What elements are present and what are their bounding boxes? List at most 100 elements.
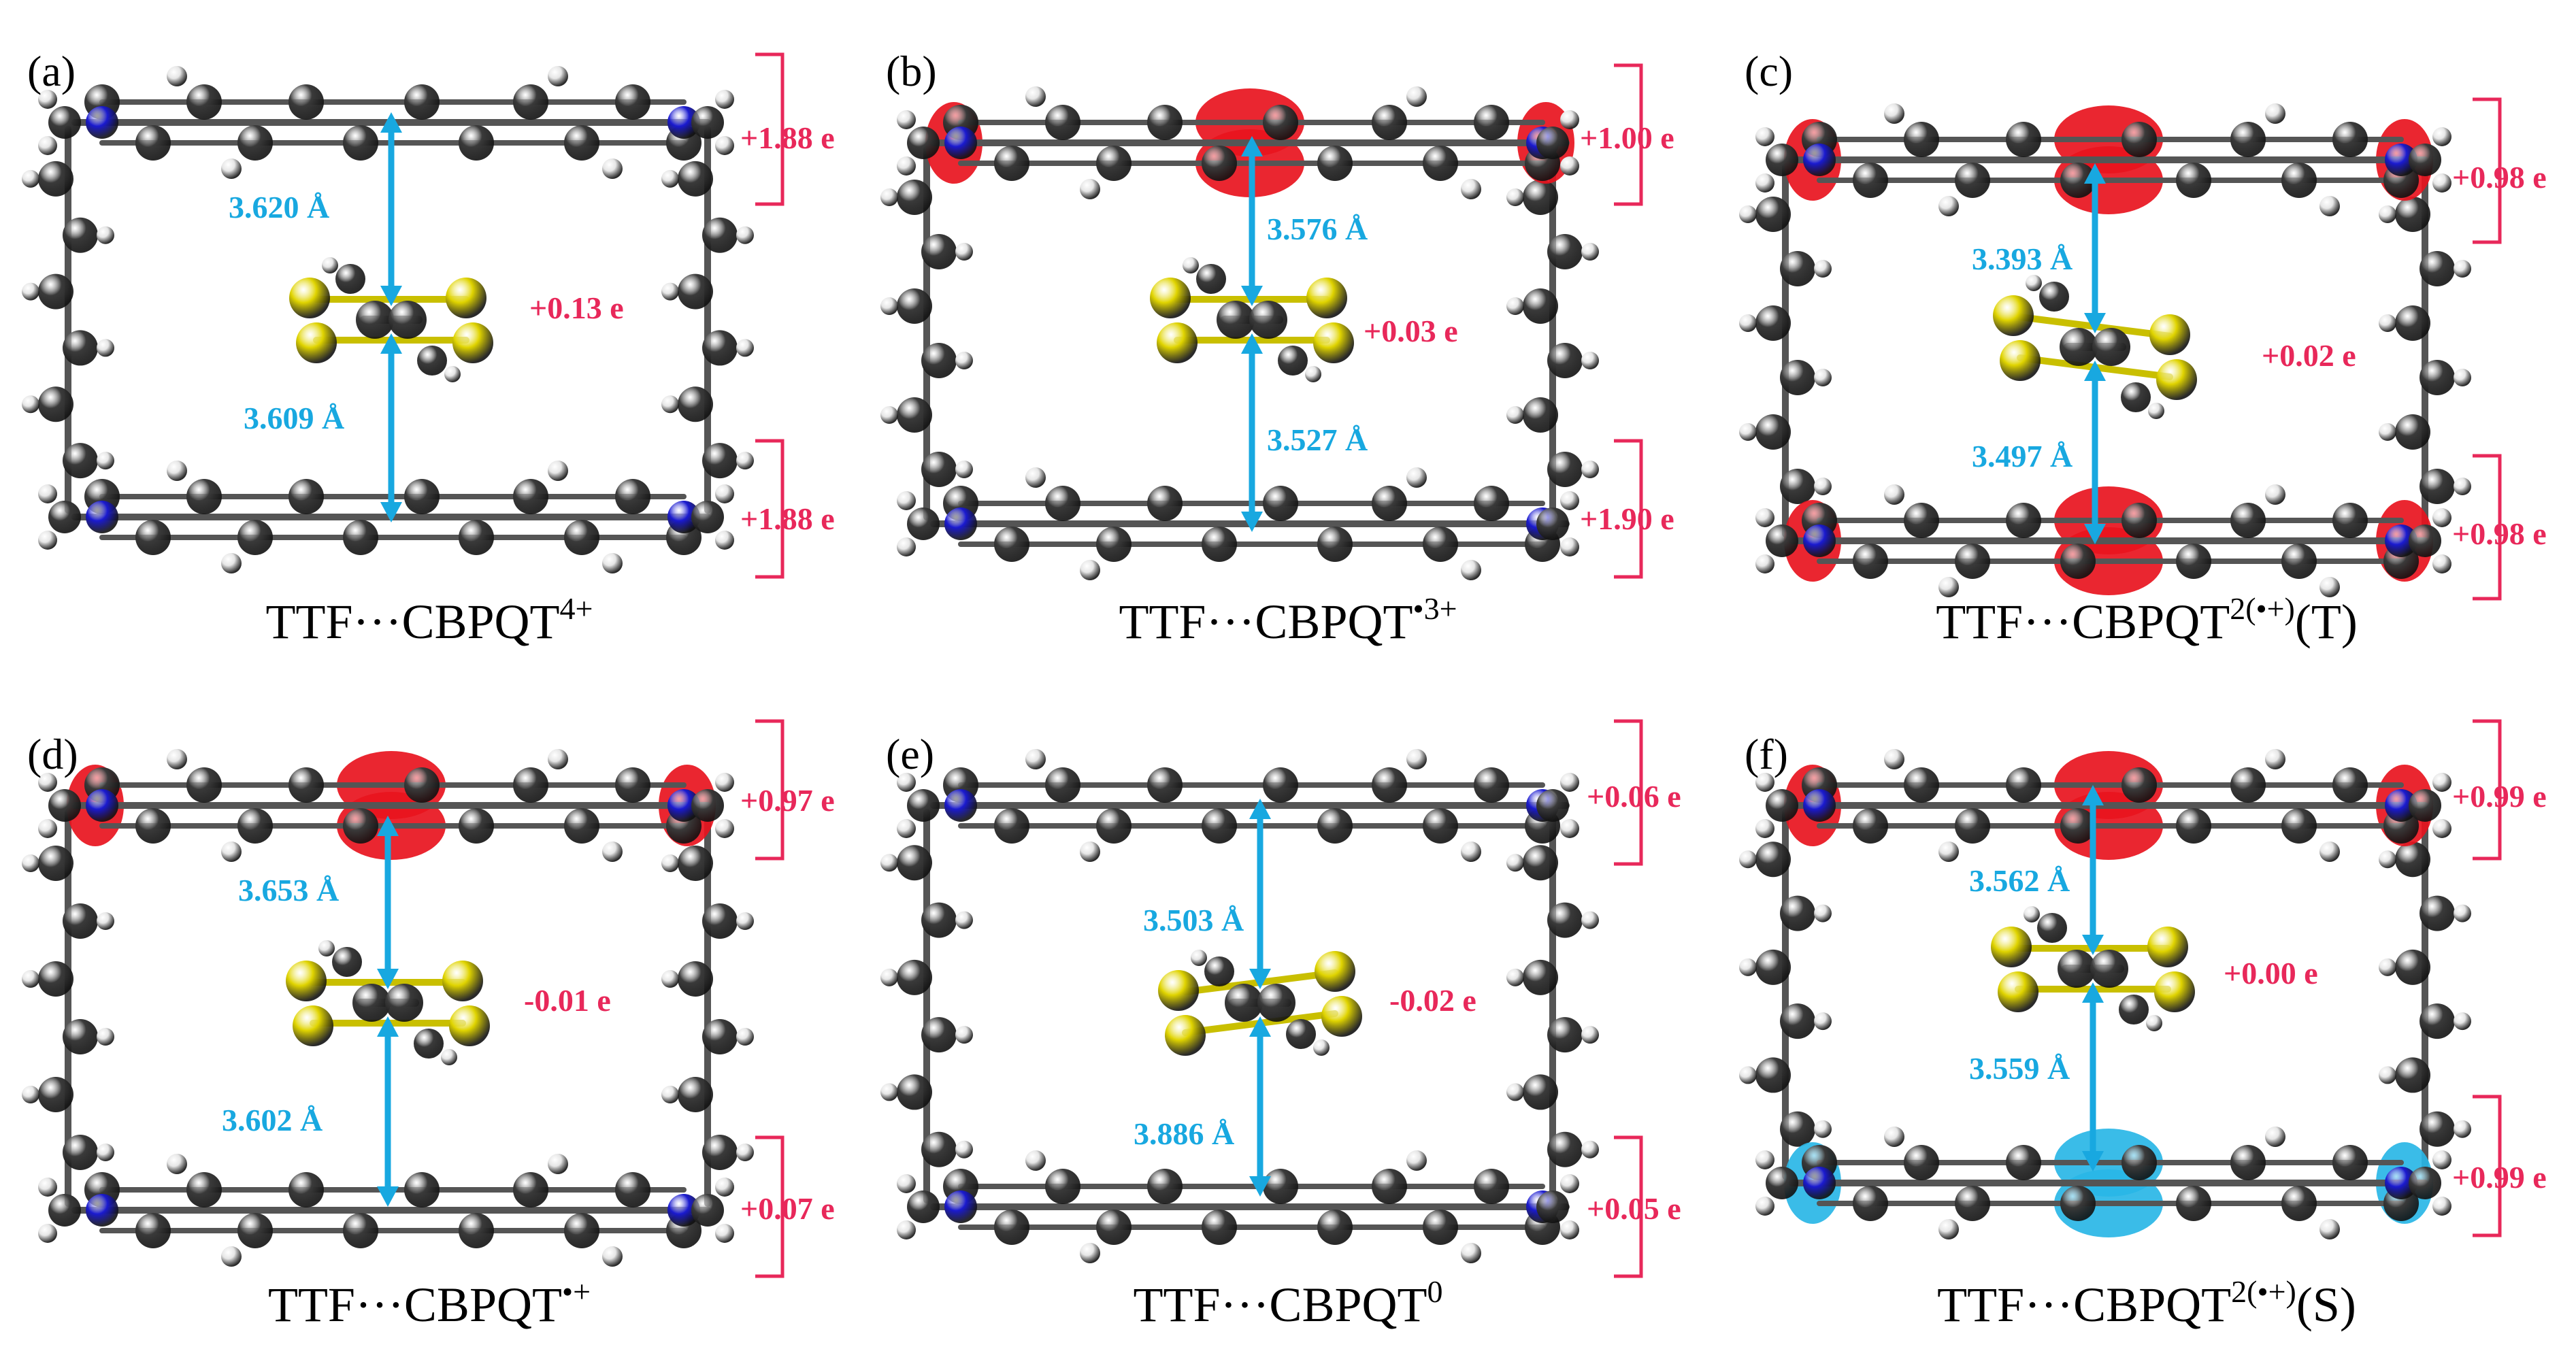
- carbon-atom: [1317, 1210, 1353, 1245]
- carbon-atom: [1286, 1019, 1316, 1049]
- carbon-atom: [1547, 234, 1583, 269]
- hydrogen-atom: [880, 297, 898, 315]
- hydrogen-atom: [22, 282, 39, 301]
- sulfur-atom: [442, 961, 483, 1001]
- hydrogen-atom: [880, 854, 898, 872]
- hydrogen-atom: [1191, 950, 1207, 966]
- hydrogen-atom: [736, 339, 754, 357]
- distance-bottom-label: 3.886 Å: [1134, 1116, 1235, 1151]
- hydrogen-atom: [715, 773, 734, 792]
- nitrogen-atom: [2385, 789, 2417, 822]
- hydrogen-atom: [22, 169, 39, 188]
- distance-bottom-label: 3.527 Å: [1267, 422, 1368, 457]
- sulfur-atom: [2149, 314, 2190, 355]
- carbon-atom: [1766, 524, 1798, 557]
- carbon-atom: [897, 1074, 932, 1110]
- hydrogen-atom: [2319, 842, 2340, 862]
- carbon-atom: [1474, 767, 1509, 803]
- carbon-atom: [2409, 144, 2441, 176]
- carbon-atom: [1045, 105, 1080, 140]
- hydrogen-atom: [880, 406, 898, 424]
- sulfur-atom: [1998, 971, 2038, 1012]
- carbon-atom: [1766, 1167, 1798, 1199]
- carbon-atom: [2119, 995, 2149, 1024]
- hydrogen-atom: [1183, 257, 1199, 273]
- carbon-atom: [63, 330, 98, 366]
- carbon-atom: [1853, 1186, 1888, 1221]
- carbon-atom: [2420, 895, 2455, 931]
- panel-label: (d): [27, 730, 78, 778]
- carbon-atom: [1317, 146, 1353, 181]
- charge-middle-label: +0.03 e: [1364, 314, 1458, 348]
- carbon-atom: [1955, 163, 1990, 198]
- carbon-atom: [1755, 842, 1791, 878]
- carbon-atom: [1096, 527, 1132, 562]
- carbon-atom: [38, 846, 73, 881]
- carbon-atom: [1547, 1131, 1583, 1167]
- hydrogen-atom: [715, 90, 734, 109]
- hydrogen-atom: [897, 537, 916, 556]
- distance-arrowhead: [1241, 512, 1263, 532]
- carbon-atom: [1955, 544, 1990, 579]
- hydrogen-atom: [1739, 314, 1757, 332]
- carbon-atom: [907, 1190, 940, 1223]
- nitrogen-atom: [667, 1194, 700, 1227]
- carbon-atom: [1147, 105, 1183, 140]
- hydrogen-atom: [2454, 1120, 2471, 1138]
- charge-bracket: [2473, 1095, 2502, 1237]
- molecule-drawing: [22, 52, 785, 579]
- carbon-atom: [2006, 122, 2041, 157]
- carbon-atom: [1523, 288, 1558, 324]
- carbon-atom: [2037, 913, 2067, 943]
- distance-top-label: 3.576 Å: [1267, 212, 1368, 246]
- nitrogen-atom: [86, 1194, 118, 1227]
- carbon-atom: [1045, 767, 1080, 803]
- hydrogen-atom: [1884, 484, 1904, 505]
- carbon-atom: [1423, 146, 1458, 181]
- hydrogen-atom: [955, 352, 973, 369]
- carbon-atom: [38, 386, 73, 422]
- carbon-atom: [691, 789, 724, 822]
- charge-top-label: +0.99 e: [2452, 779, 2547, 814]
- hydrogen-atom: [38, 819, 57, 838]
- hydrogen-atom: [221, 1246, 242, 1267]
- nitrogen-atom: [944, 507, 977, 540]
- carbon-atom: [702, 330, 738, 366]
- carbon-atom: [1045, 486, 1080, 521]
- carbon-atom: [1536, 507, 1569, 540]
- hydrogen-atom: [2454, 260, 2471, 278]
- distance-top-label: 3.653 Å: [238, 873, 340, 907]
- nitrogen-atom: [667, 106, 700, 139]
- hydrogen-atom: [1581, 1140, 1599, 1159]
- hydrogen-atom: [1814, 478, 1832, 495]
- hydrogen-atom: [1461, 1243, 1481, 1263]
- carbon-atom: [1217, 301, 1255, 339]
- carbon-atom: [1780, 469, 1815, 504]
- hydrogen-atom: [897, 1220, 916, 1239]
- hydrogen-atom: [1739, 205, 1757, 223]
- hydrogen-atom: [1406, 1150, 1427, 1171]
- carbon-atom: [2060, 544, 2096, 579]
- carbon-atom: [1523, 397, 1558, 433]
- sulfur-atom: [1993, 295, 2034, 336]
- hydrogen-atom: [1025, 1150, 1046, 1171]
- nitrogen-atom: [2385, 144, 2417, 176]
- distance-arrowhead: [377, 816, 399, 836]
- charge-bracket: [755, 439, 785, 579]
- hydrogen-atom: [1406, 467, 1427, 488]
- carbon-atom: [2121, 1145, 2157, 1180]
- hydrogen-atom: [880, 968, 898, 986]
- hydrogen-atom: [548, 66, 568, 86]
- distance-arrowhead: [2084, 163, 2106, 184]
- carbon-atom: [564, 808, 599, 844]
- hydrogen-atom: [955, 1140, 973, 1159]
- carbon-atom: [702, 443, 738, 479]
- hydrogen-atom: [897, 491, 916, 510]
- carbon-atom: [2006, 767, 2041, 803]
- hydrogen-atom: [1739, 850, 1757, 869]
- carbon-atom: [1263, 767, 1298, 803]
- nitrogen-atom: [944, 127, 977, 159]
- molecule-drawing: [880, 63, 1643, 580]
- carbon-atom: [1423, 527, 1458, 562]
- carbon-atom: [1523, 959, 1558, 995]
